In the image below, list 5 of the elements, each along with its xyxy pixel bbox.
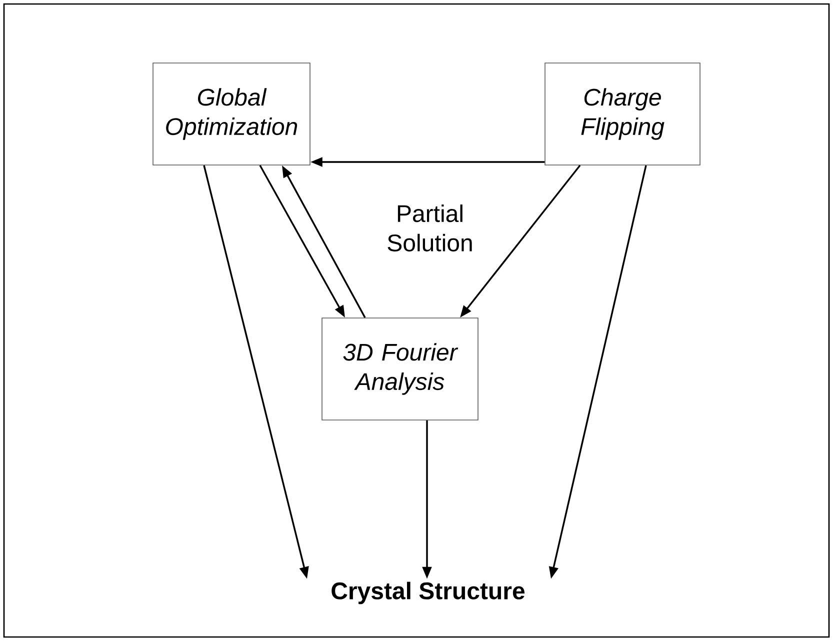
process-box: Global Optimization	[152, 62, 310, 166]
result-text: Crystal Structure	[332, 582, 524, 604]
process-box: 3D Fourier Analysis	[322, 318, 478, 420]
flow-label: Partial Solution	[388, 204, 472, 252]
process-box: Charge Flipping	[544, 62, 700, 166]
